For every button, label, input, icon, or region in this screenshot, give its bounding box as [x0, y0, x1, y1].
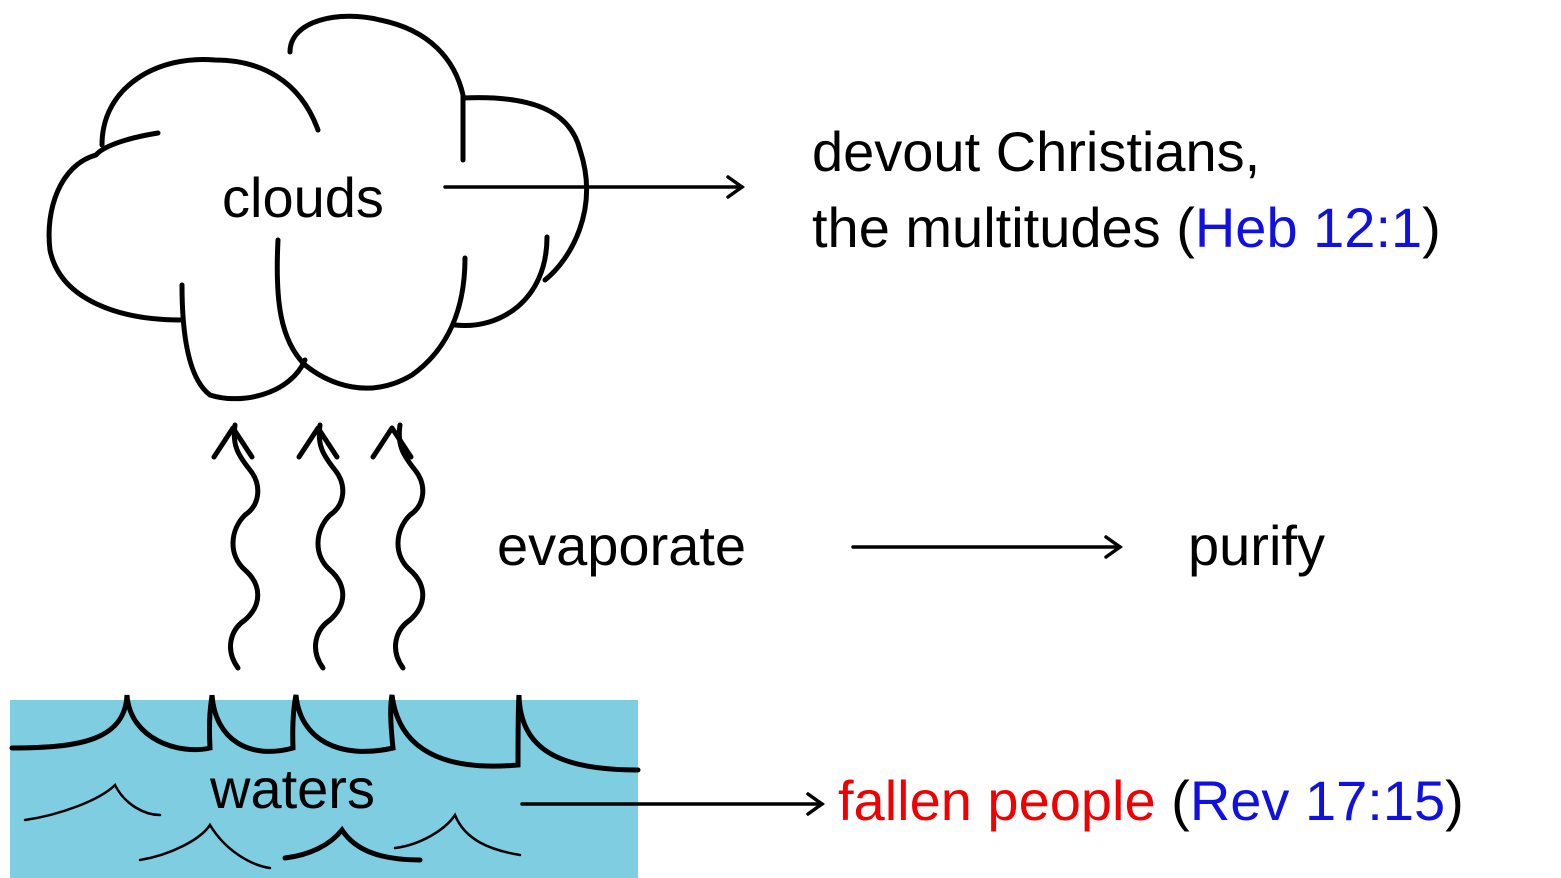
- cloud-icon: [46, 13, 590, 402]
- fallen-people-text: fallen people: [838, 769, 1156, 832]
- waters-arrow: [520, 792, 826, 816]
- fallen-people-line: fallen people (Rev 17:15): [838, 769, 1464, 833]
- multitudes-text: the multitudes: [812, 196, 1161, 259]
- waters-label: waters: [210, 757, 375, 820]
- clouds-label: clouds: [222, 166, 384, 229]
- evaporation-arrows: [211, 422, 426, 671]
- devout-christians-line2: the multitudes (Heb 12:1): [812, 196, 1441, 260]
- rev-reference: Rev 17:15: [1189, 769, 1446, 832]
- water-waves: [9, 694, 641, 870]
- clouds-arrow: [443, 175, 746, 199]
- devout-christians-line1: devout Christians,: [812, 120, 1261, 183]
- paren-open: (: [1155, 769, 1190, 832]
- evaporate-label: evaporate: [497, 514, 747, 577]
- paren-open: (: [1160, 196, 1195, 259]
- paren-close: ): [1422, 196, 1441, 259]
- evaporate-arrow: [851, 535, 1124, 559]
- heb-reference: Heb 12:1: [1194, 196, 1423, 259]
- paren-close: ): [1445, 769, 1464, 832]
- purify-label: purify: [1188, 514, 1325, 577]
